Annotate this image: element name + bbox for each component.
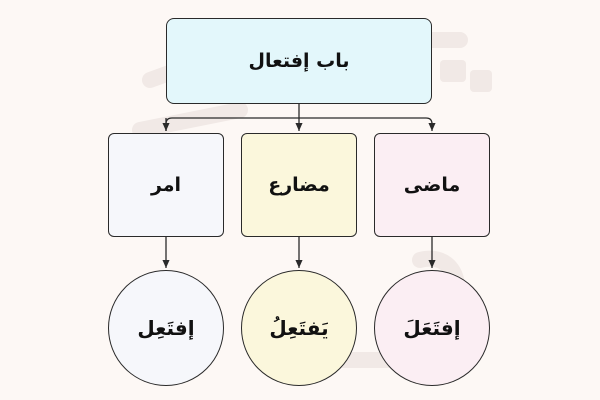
form-label-mudari: يَفتَعِلُ	[269, 316, 329, 340]
form-circle-madi: إفتَعَلَ	[374, 270, 490, 386]
tense-box-mudari: مضارع	[241, 133, 357, 237]
tense-label-mudari: مضارع	[268, 173, 330, 196]
tense-label-amr: امر	[150, 173, 182, 196]
root-label: باب إفتعال	[248, 49, 350, 72]
form-circle-amr: إفتَعِل	[108, 270, 224, 386]
form-circle-mudari: يَفتَعِلُ	[241, 270, 357, 386]
root-node: باب إفتعال	[166, 18, 432, 104]
tense-box-madi: ماضی	[374, 133, 490, 237]
form-label-amr: إفتَعِل	[137, 316, 195, 340]
tense-label-madi: ماضی	[403, 173, 461, 196]
form-label-madi: إفتَعَلَ	[403, 316, 461, 340]
tense-box-amr: امر	[108, 133, 224, 237]
